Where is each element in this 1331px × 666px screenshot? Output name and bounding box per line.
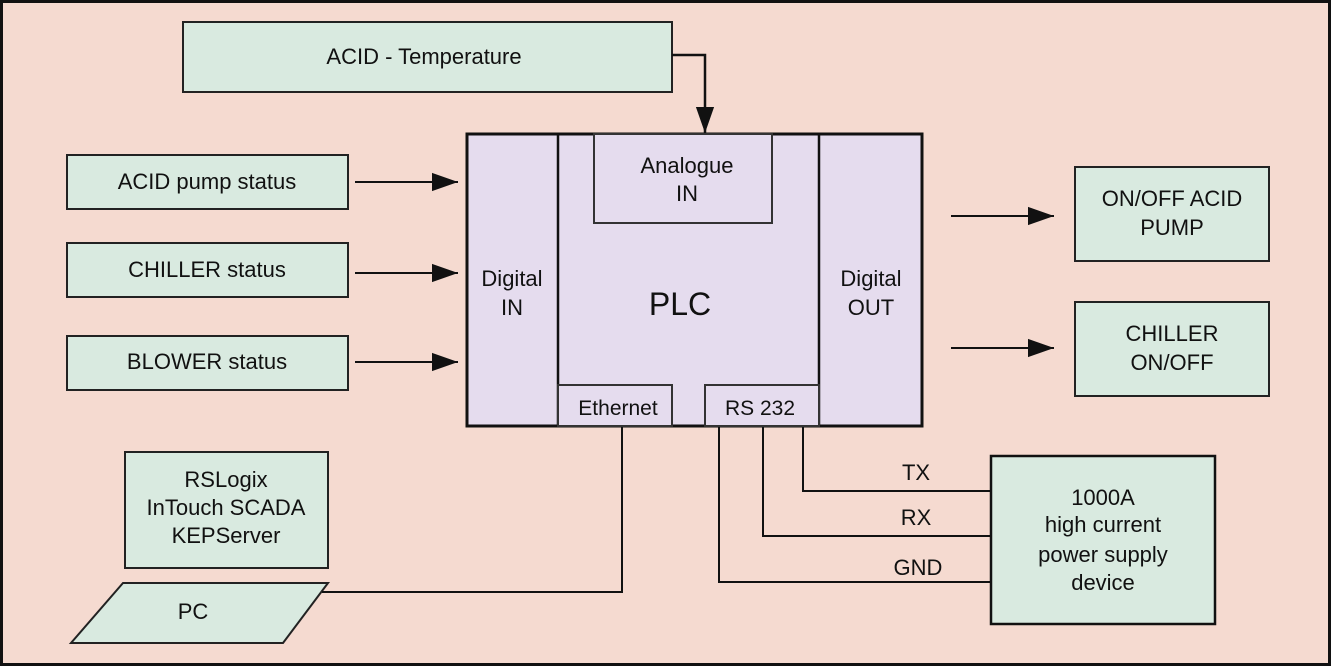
- pc-node: PC: [68, 582, 330, 644]
- software-kepserver: KEPServer: [172, 523, 281, 548]
- power-supply-line3: power supply: [1038, 542, 1168, 567]
- plc-title: PLC: [649, 286, 711, 322]
- digital-in-line1: Digital: [481, 266, 542, 291]
- chiller-onoff-box: CHILLER ON/OFF: [1074, 301, 1270, 397]
- plc-unit: Digital IN Analogue IN PLC Digital OUT E…: [465, 132, 924, 428]
- acid-pump-status-label: ACID pump status: [118, 169, 297, 194]
- rx-label: RX: [901, 505, 932, 530]
- rs232-port: RS 232: [704, 384, 820, 427]
- analogue-in-line2: IN: [676, 181, 698, 206]
- digital-out-section: Digital OUT: [840, 266, 901, 320]
- software-rslogix: RSLogix: [184, 467, 267, 492]
- analogue-in-section: Analogue IN: [593, 133, 773, 224]
- rx-line: [762, 427, 991, 537]
- chiller-onoff-line1: CHILLER: [1126, 321, 1219, 346]
- chiller-status-label: CHILLER status: [128, 257, 286, 282]
- digital-out-line1: Digital: [840, 266, 901, 291]
- power-supply-line4: device: [1071, 570, 1135, 595]
- digital-in-section: Digital IN: [481, 266, 542, 320]
- acid-pump-status-box: ACID pump status: [66, 154, 349, 210]
- gnd-label: GND: [894, 555, 943, 580]
- ethernet-label: Ethernet: [578, 397, 658, 420]
- power-supply-box: 1000A high current power supply device: [989, 454, 1217, 626]
- ethernet-cable: [322, 427, 623, 593]
- gnd-line: [718, 427, 991, 583]
- tx-label: TX: [902, 460, 930, 485]
- power-supply-line1: 1000A: [1071, 485, 1135, 510]
- pc-software-box: RSLogix InTouch SCADA KEPServer: [124, 451, 329, 569]
- pc-label: PC: [178, 599, 209, 624]
- power-supply-line2: high current: [1045, 512, 1161, 537]
- temperature-to-analogue-arrow: [672, 53, 715, 133]
- software-intouch-scada: InTouch SCADA: [147, 495, 306, 520]
- acid-temperature-box: ACID - Temperature: [182, 21, 673, 93]
- digital-in-line2: IN: [501, 295, 523, 320]
- rs232-label: RS 232: [725, 397, 795, 420]
- blower-status-box: BLOWER status: [66, 335, 349, 391]
- chiller-status-box: CHILLER status: [66, 242, 349, 298]
- digital-out-line2: OUT: [848, 295, 894, 320]
- ethernet-port: Ethernet: [557, 384, 673, 427]
- acid-pump-onoff-line2: PUMP: [1140, 215, 1204, 240]
- tx-line: [802, 427, 991, 492]
- acid-pump-onoff-box: ON/OFF ACID PUMP: [1074, 166, 1270, 262]
- analogue-in-line1: Analogue: [641, 153, 734, 178]
- blower-status-label: BLOWER status: [127, 349, 287, 374]
- chiller-onoff-line2: ON/OFF: [1130, 350, 1213, 375]
- acid-pump-onoff-line1: ON/OFF ACID: [1102, 186, 1243, 211]
- acid-temperature-label: ACID - Temperature: [326, 44, 521, 69]
